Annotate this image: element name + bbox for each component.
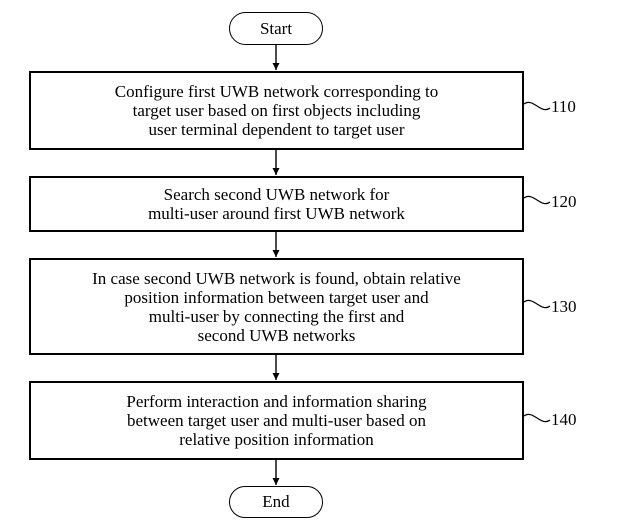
start-terminal: Start <box>229 12 323 45</box>
step-box-110: Configure first UWB network correspondin… <box>29 71 524 150</box>
step-ref-120: 120 <box>551 192 577 211</box>
leader-line-120 <box>523 195 551 205</box>
step-ref-140: 140 <box>551 410 577 429</box>
step-text-110: Configure first UWB network correspondin… <box>114 82 439 139</box>
leader-line-130 <box>523 299 551 309</box>
step-box-140: Perform interaction and information shar… <box>29 381 524 460</box>
step-text-120: Search second UWB network for multi-user… <box>148 185 405 223</box>
step-ref-110: 110 <box>551 97 576 116</box>
end-terminal: End <box>229 486 323 518</box>
end-label: End <box>262 492 290 511</box>
start-label: Start <box>259 18 293 38</box>
step-box-130: In case second UWB network is found, obt… <box>29 258 524 355</box>
step-text-140: Perform interaction and information shar… <box>126 392 427 449</box>
leader-line-140 <box>523 413 551 423</box>
leader-line-110 <box>523 101 551 111</box>
step-text-130: In case second UWB network is found, obt… <box>92 268 461 345</box>
step-ref-130: 130 <box>551 297 577 316</box>
step-box-120: Search second UWB network for multi-user… <box>29 176 524 232</box>
